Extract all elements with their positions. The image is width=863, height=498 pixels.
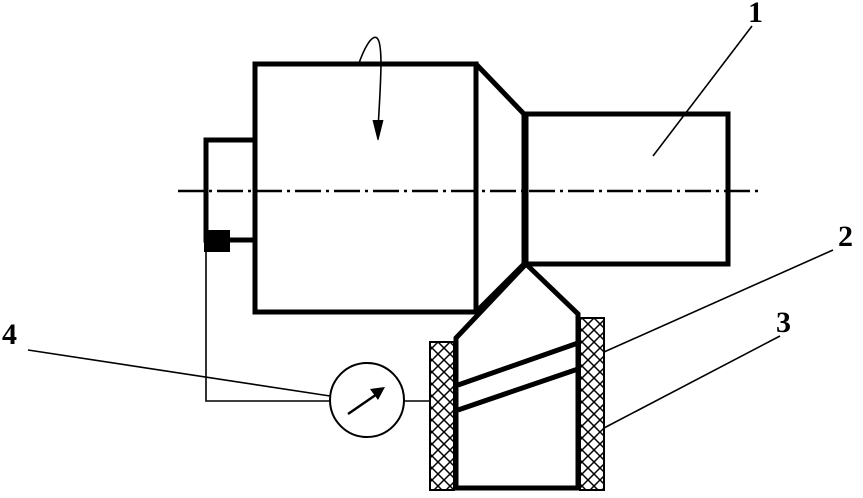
insulation-left <box>429 341 455 491</box>
leader-line-2 <box>603 249 834 353</box>
insulation-right-part-3 <box>579 317 605 491</box>
leader-line-3 <box>603 335 781 429</box>
leader-line-1 <box>652 25 753 157</box>
shaft-part-1 <box>523 111 731 267</box>
rotation-arrow-icon <box>357 36 384 141</box>
leader-line-4 <box>27 349 331 397</box>
callout-label-2: 2 <box>838 220 853 253</box>
main-cylinder-body <box>252 61 479 315</box>
left-end-cap <box>203 137 255 243</box>
measurement-wire <box>205 250 330 402</box>
tool-cutter-body <box>453 260 581 491</box>
callout-label-3: 3 <box>776 306 791 339</box>
gauge-meter-part-4 <box>329 362 405 438</box>
callout-label-4: 4 <box>2 318 17 351</box>
sensor-contact-block <box>204 230 230 252</box>
callout-label-1: 1 <box>748 0 763 29</box>
